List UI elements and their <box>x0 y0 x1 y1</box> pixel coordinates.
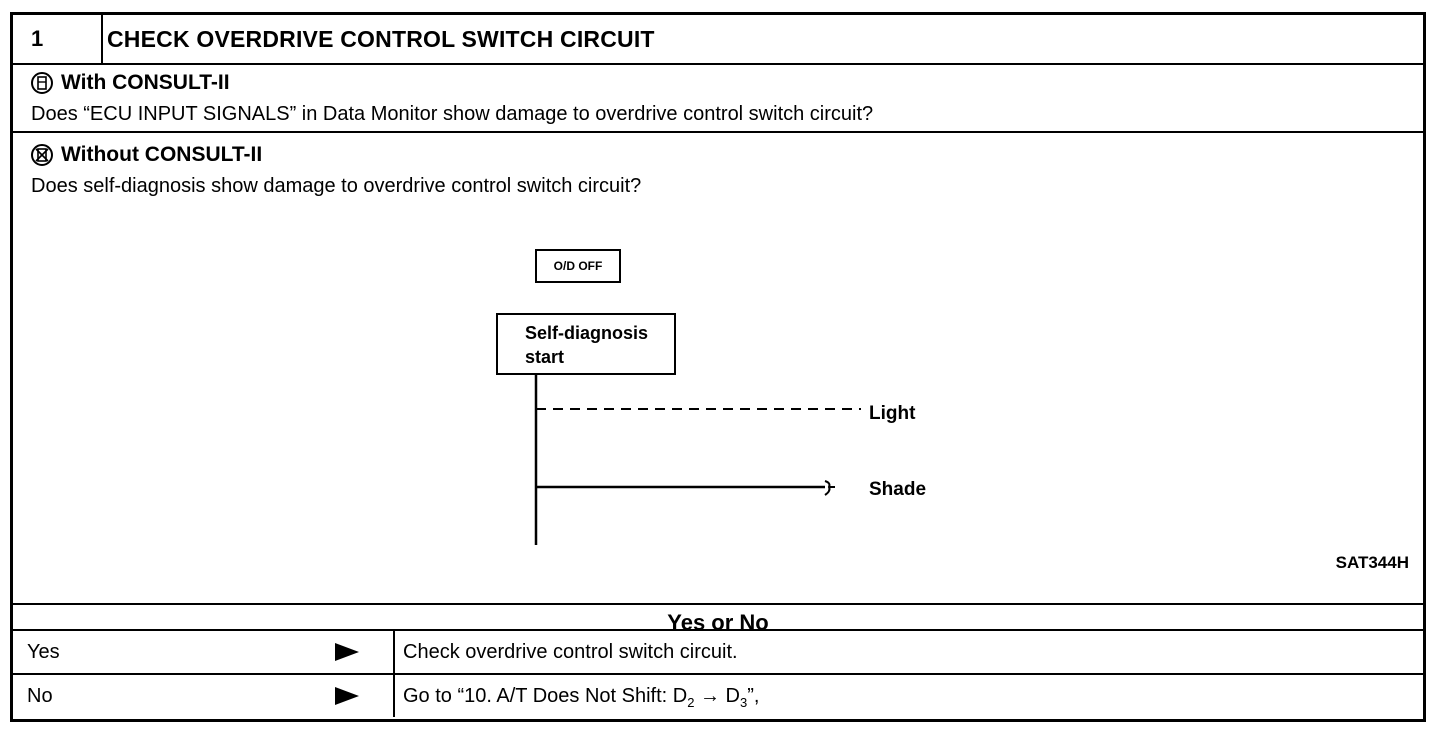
with-consult-heading: With CONSULT-II <box>31 71 230 95</box>
answer-no-arrow: → D <box>694 685 740 707</box>
answer-row-no: No Go to “10. A/T Does Not Shift: D2 → D… <box>13 673 1423 717</box>
arrow-right-icon <box>335 687 359 705</box>
answer-yes-action: Check overdrive control switch circuit. <box>403 641 738 663</box>
self-diagnosis-diagram: O/D OFF Self-diagnosis start Light Shade… <box>13 133 1423 603</box>
consult-tool-icon <box>31 72 53 94</box>
without-consult-question: Does self-diagnosis show damage to overd… <box>31 175 642 197</box>
shade-label: Shade <box>869 479 927 500</box>
without-consult-label: Without CONSULT-II <box>61 143 263 166</box>
step-header: 1 CHECK OVERDRIVE CONTROL SWITCH CIRCUIT <box>13 15 1423 65</box>
od-off-indicator: O/D OFF <box>535 249 621 283</box>
answer-no-cell: No <box>13 675 395 717</box>
arrow-right-icon <box>335 643 359 661</box>
with-consult-question: Does “ECU INPUT SIGNALS” in Data Monitor… <box>31 103 874 125</box>
without-consult-section: Without CONSULT-II Does self-diagnosis s… <box>13 133 1423 605</box>
answer-no-sub1: 2 <box>687 695 695 710</box>
with-consult-label: With CONSULT-II <box>61 71 230 94</box>
with-consult-section: With CONSULT-II Does “ECU INPUT SIGNALS”… <box>13 65 1423 133</box>
answer-yes-cell: Yes <box>13 631 395 673</box>
answer-row-yes: Yes Check overdrive control switch circu… <box>13 629 1423 673</box>
answer-no-prefix: Go to “10. A/T Does Not Shift: D <box>403 685 688 707</box>
step-title: CHECK OVERDRIVE CONTROL SWITCH CIRCUIT <box>107 26 655 52</box>
figure-reference-code: SAT344H <box>1335 553 1409 572</box>
answer-no-action: Go to “10. A/T Does Not Shift: D2 → D3”, <box>403 675 759 724</box>
shade-line-break <box>824 480 835 496</box>
answer-no-suffix: ”, <box>747 685 760 707</box>
without-consult-heading: Without CONSULT-II <box>31 143 262 167</box>
self-diagnosis-line2: start <box>525 347 565 367</box>
answer-no-label: No <box>27 685 53 707</box>
no-tool-icon <box>31 144 53 166</box>
diagnostic-table: 1 CHECK OVERDRIVE CONTROL SWITCH CIRCUIT… <box>10 12 1426 722</box>
answer-yes-label: Yes <box>27 641 60 663</box>
timing-lines <box>534 375 861 545</box>
self-diagnosis-line1: Self-diagnosis <box>525 323 649 343</box>
step-number: 1 <box>13 15 103 63</box>
self-diagnosis-start-box: Self-diagnosis start <box>496 313 676 375</box>
light-label: Light <box>869 403 916 424</box>
answer-no-sub2: 3 <box>740 695 748 710</box>
